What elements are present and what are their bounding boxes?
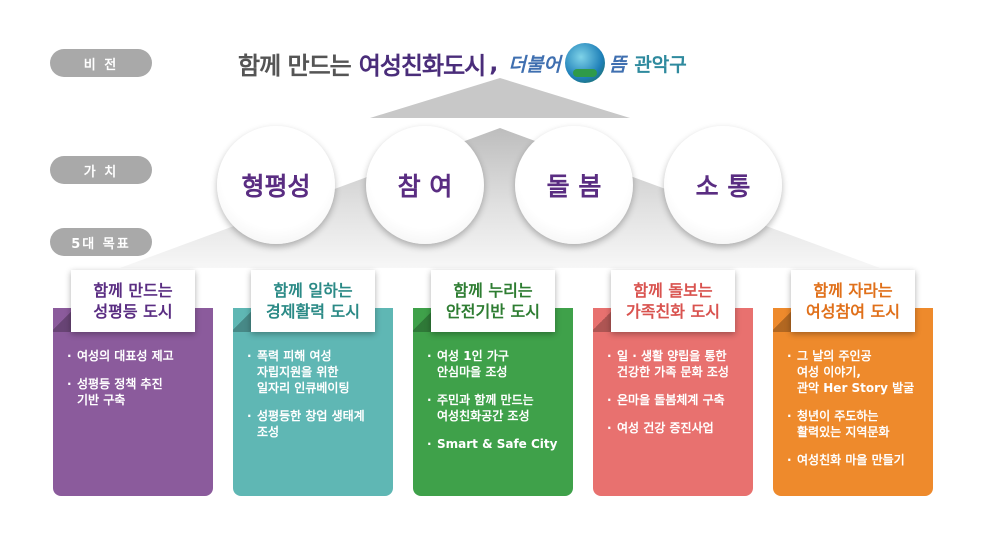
ribbon-fold	[593, 310, 611, 332]
ribbon-fold	[233, 310, 251, 332]
goal-item: 성평등한 창업 생태계 조성	[245, 408, 389, 440]
goal-item: 폭력 피해 여성 자립지원을 위한 일자리 인큐베이팅	[245, 348, 389, 396]
row-label-goals: 5대 목표	[50, 228, 152, 256]
goal-title-line1: 함께 자라는	[813, 281, 893, 300]
goal-item: Smart & Safe City	[425, 436, 569, 452]
row-label-values: 가 치	[50, 156, 152, 184]
goal-body	[233, 308, 393, 496]
goal-title-line1: 함께 만드는	[93, 281, 173, 300]
slogan-part2: 뜸	[608, 53, 627, 76]
goal-title-line2: 가족친화 도시	[626, 302, 720, 321]
ribbon-fold	[773, 310, 791, 332]
goal-item: 여성의 대표성 제고	[65, 348, 209, 364]
goal-item: 일 · 생활 양립을 통한 건강한 가족 문화 조성	[605, 348, 749, 380]
goal-item: 성평등 정책 추진 기반 구축	[65, 376, 209, 408]
smile-logo-icon	[564, 43, 605, 83]
goal-item: 주민과 함께 만드는 여성친화공간 조성	[425, 392, 569, 424]
vision-part1: 함께 만드는	[238, 51, 352, 80]
goal-title-line1: 함께 누리는	[453, 281, 533, 300]
value-circle-communication: 소 통	[664, 126, 782, 244]
goal-title-line2: 경제활력 도시	[266, 302, 360, 321]
goal-item: 온마을 돌봄체계 구축	[605, 392, 749, 408]
goal-item: 여성 1인 가구 안심마을 조성	[425, 348, 569, 380]
goal-items: 폭력 피해 여성 자립지원을 위한 일자리 인큐베이팅성평등한 창업 생태계 조…	[245, 348, 389, 452]
ribbon-fold	[413, 310, 431, 332]
goal-item: 여성 건강 증진사업	[605, 420, 749, 436]
ribbon-fold	[53, 310, 71, 332]
goal-title-line2: 안전기반 도시	[446, 302, 540, 321]
vision-part2: 여성친화도시	[358, 51, 486, 80]
goal-item: 그 날의 주인공 여성 이야기, 관악 Her Story 발굴	[785, 348, 929, 396]
value-circle-care: 돌 봄	[515, 126, 633, 244]
goal-title-line2: 성평등 도시	[93, 302, 173, 321]
goal-item: 청년이 주도하는 활력있는 지역문화	[785, 408, 929, 440]
value-circle-equity: 형평성	[217, 126, 335, 244]
goal-title-line1: 함께 일하는	[273, 281, 353, 300]
value-circle-participation: 참 여	[366, 126, 484, 244]
goal-title-line1: 함께 돌보는	[633, 281, 713, 300]
goal-items: 여성의 대표성 제고성평등 정책 추진 기반 구축	[65, 348, 209, 420]
vision-comma: ,	[489, 49, 499, 77]
goal-item: 여성친화 마을 만들기	[785, 452, 929, 468]
goal-items: 일 · 생활 양립을 통한 건강한 가족 문화 조성온마을 돌봄체계 구축여성 …	[605, 348, 749, 448]
row-label-vision: 비 전	[50, 49, 152, 77]
vision-statement: 함께 만드는 여성친화도시 , 더불어 뜸 관악구	[238, 38, 858, 88]
slogan-part1: 더불어	[508, 53, 561, 76]
goal-items: 그 날의 주인공 여성 이야기, 관악 Her Story 발굴청년이 주도하는…	[785, 348, 929, 480]
goal-title-line2: 여성참여 도시	[806, 302, 900, 321]
vision-roof	[370, 78, 630, 118]
goal-items: 여성 1인 가구 안심마을 조성주민과 함께 만드는 여성친화공간 조성 Smar…	[425, 348, 569, 464]
slogan-part3: 관악구	[634, 53, 687, 76]
